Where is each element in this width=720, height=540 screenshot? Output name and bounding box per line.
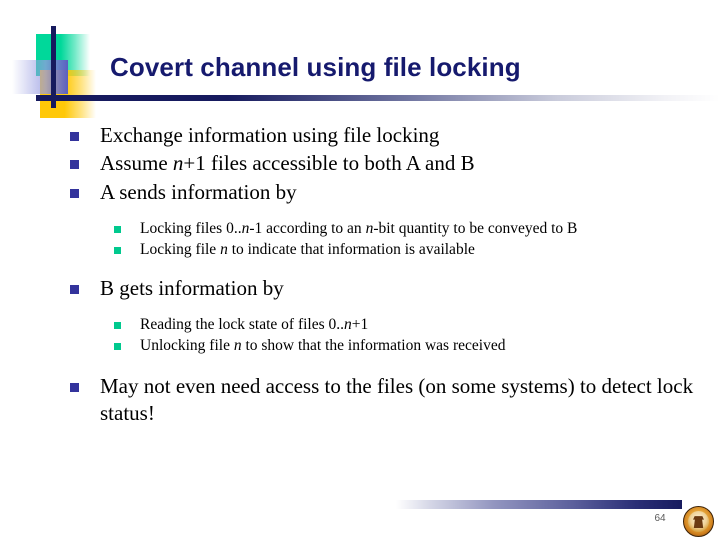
bullet-item-a-sends-information: A sends information by (62, 179, 710, 206)
math-variable-n: n (220, 240, 228, 258)
bullet-list-level2-b-gets: Reading the lock state of files 0..n+1 U… (104, 315, 710, 356)
periwinkle-square-decor (12, 60, 68, 94)
spacer (62, 363, 710, 373)
math-variable-n: n (233, 337, 242, 355)
subbullet-item-reading-lock-state: Reading the lock state of files 0..n+1 (104, 315, 710, 336)
square-bullet-icon (70, 285, 79, 295)
bullet-item-may-not-need-access: May not even need access to the files (o… (62, 373, 710, 428)
spacer (62, 303, 710, 311)
university-seal-icon (683, 506, 714, 537)
bullet-list-level1: Exchange information using file locking … (62, 122, 710, 427)
subbullet-text-post: +1 (351, 316, 369, 334)
footer-divider-rule (396, 500, 682, 509)
bullet-text: May not even need access to the files (o… (100, 373, 694, 425)
bullet-item-exchange-information: Exchange information using file locking (62, 122, 710, 149)
square-bullet-icon (70, 160, 79, 170)
subbullet-text-post: to show that the information was receive… (241, 337, 506, 355)
spacer (62, 207, 710, 215)
subbullet-text-post: -bit quantity to be conveyed to B (373, 219, 578, 237)
subbullet-item-locking-files-range: Locking files 0..n-1 according to an n-b… (104, 219, 710, 240)
vertical-rule-decor (51, 26, 56, 108)
square-subbullet-icon (114, 322, 121, 330)
square-subbullet-icon (114, 225, 121, 233)
subbullet-text-post: to indicate that information is availabl… (227, 240, 475, 258)
title-divider-rule (36, 95, 720, 101)
spacer (62, 266, 710, 275)
bullet-text: Exchange information using file locking (100, 123, 440, 147)
subbullet-item-unlocking-file-n: Unlocking file n to show that the inform… (104, 336, 710, 357)
seal-emblem-figure (693, 516, 704, 529)
page-number: 64 (654, 513, 666, 524)
subbullet-text-pre: Unlocking file (140, 337, 234, 355)
square-subbullet-icon (114, 343, 121, 351)
bullet-text: A sends information by (100, 179, 297, 204)
bullet-text: B gets information by (100, 276, 284, 301)
slide-title: Covert channel using file locking (110, 52, 521, 82)
subbullet-item-locking-file-n: Locking file n to indicate that informat… (104, 240, 710, 261)
square-bullet-icon (70, 382, 79, 392)
square-bullet-icon (70, 188, 79, 198)
slide-decoration-logo (0, 0, 120, 120)
bullet-text-pre: Assume (100, 151, 173, 176)
bullet-item-b-gets-information: B gets information by (62, 275, 710, 302)
bullet-text-post: +1 files accessible to both A and B (183, 151, 475, 176)
math-variable-n-2: n (365, 219, 374, 237)
subbullet-text-pre: Locking file (140, 240, 221, 258)
subbullet-text-pre: Reading the lock state of files 0.. (140, 316, 345, 334)
slide-body: Exchange information using file locking … (62, 122, 710, 428)
subbullet-text-pre: Locking files 0.. (140, 219, 242, 237)
bullet-list-level2-a-sends: Locking files 0..n-1 according to an n-b… (104, 219, 710, 260)
math-variable-n: n (172, 151, 184, 176)
math-variable-n: n (241, 219, 250, 237)
square-bullet-icon (70, 132, 79, 141)
math-variable-n: n (344, 316, 352, 334)
bullet-item-assume-files: Assume n+1 files accessible to both A an… (62, 150, 710, 177)
subbullet-text-mid: -1 according to an (249, 219, 366, 237)
square-subbullet-icon (114, 246, 121, 254)
